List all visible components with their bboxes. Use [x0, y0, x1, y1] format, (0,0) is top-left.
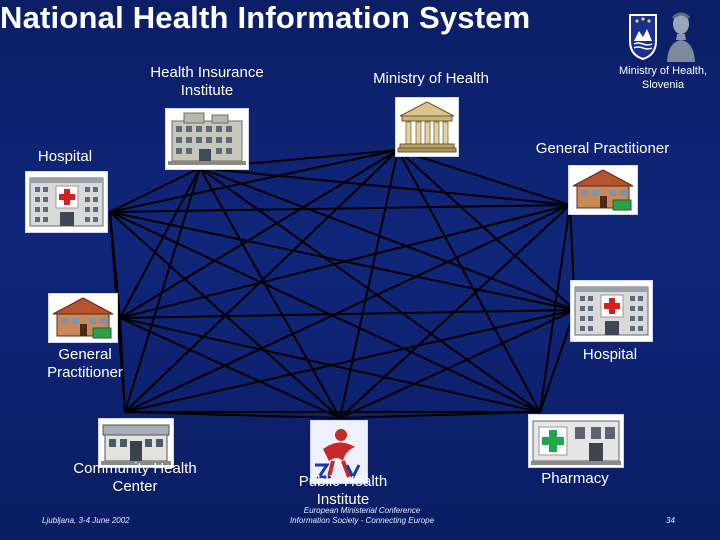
connection-line	[199, 167, 541, 413]
bust-statue-icon	[664, 10, 698, 62]
connection-line	[109, 204, 571, 213]
connection-line	[109, 211, 541, 413]
connection-line	[199, 167, 571, 206]
connection-line	[539, 204, 571, 413]
slovenia-coat-of-arms-icon	[628, 13, 658, 61]
page-number: 34	[666, 516, 675, 525]
label-ministry-slovenia: Ministry of Health, Slovenia	[618, 65, 708, 91]
house-icon[interactable]	[48, 293, 118, 343]
connection-line	[397, 149, 541, 413]
health-center-building-icon[interactable]	[98, 418, 174, 468]
connection-line	[539, 309, 576, 413]
connection-line	[124, 204, 571, 413]
label-hospital-left: Hospital	[37, 148, 93, 165]
connection-line	[119, 317, 126, 413]
label-community-health: Community Health Center	[73, 460, 197, 495]
connection-line	[109, 149, 399, 213]
ministry-building-icon[interactable]	[395, 97, 459, 157]
connection-line	[397, 149, 571, 206]
connection-line	[119, 167, 201, 319]
connection-line	[124, 309, 576, 413]
label-hospital-right: Hospital	[582, 346, 638, 363]
footer-conference: European Ministerial Conference Informat…	[289, 506, 435, 525]
connection-line	[119, 149, 399, 319]
connection-line	[109, 211, 341, 419]
connection-line	[109, 211, 576, 311]
label-gp-right: General Practitioner	[535, 140, 670, 157]
footer-location-date: Ljubljana, 3-4 June 2002	[42, 516, 130, 525]
connection-line	[339, 149, 399, 419]
house-icon[interactable]	[568, 165, 638, 215]
hospital-building-icon[interactable]	[25, 171, 108, 233]
hospital-building-icon[interactable]	[570, 280, 653, 342]
connection-line	[397, 149, 576, 311]
connection-line	[109, 167, 201, 213]
public-health-logo-icon[interactable]	[310, 420, 368, 484]
label-health-insurance: Health Insurance Institute	[150, 64, 264, 99]
connection-line	[199, 167, 576, 311]
label-ministry-of-health: Ministry of Health	[373, 70, 489, 87]
connection-line	[339, 309, 576, 419]
connection-line	[119, 204, 571, 319]
connection-line	[119, 317, 341, 419]
connection-line	[339, 411, 541, 419]
office-building-icon[interactable]	[165, 108, 249, 170]
connection-line	[124, 149, 399, 413]
label-pharmacy: Pharmacy	[541, 470, 609, 487]
label-public-health: Public Health Institute	[298, 473, 388, 508]
label-gp-left: General Practitioner	[47, 346, 123, 381]
page-title: National Health Information System	[0, 0, 531, 35]
pharmacy-building-icon[interactable]	[528, 414, 624, 468]
connection-line	[119, 309, 576, 319]
connection-line	[124, 167, 201, 413]
